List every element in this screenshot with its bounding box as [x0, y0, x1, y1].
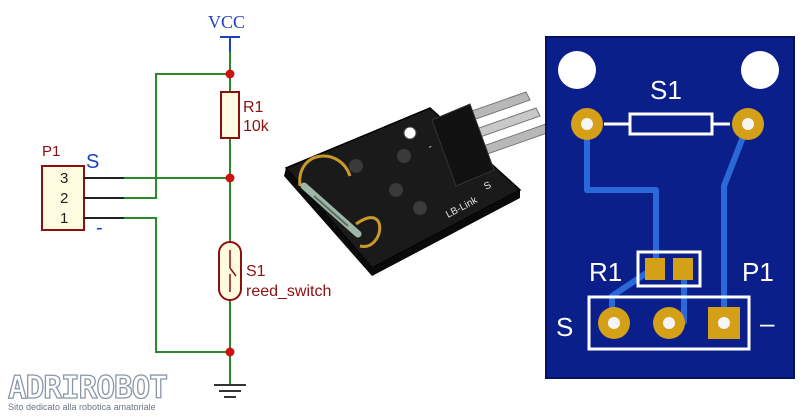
pcb-minus-label: –	[760, 308, 775, 338]
module-pad-4	[413, 201, 427, 215]
s1-ref: S1	[246, 263, 266, 280]
pcb-s1-label: S1	[650, 75, 682, 105]
r1-body	[220, 91, 240, 139]
header-block	[431, 103, 495, 187]
pcb-s-label: S	[556, 312, 573, 342]
minus-label: -	[96, 217, 103, 239]
watermark-tagline: Sito dedicato alla robotica amatoriale	[8, 402, 156, 412]
vcc-label: VCC	[208, 12, 245, 32]
pcb-r1-silk	[636, 250, 702, 288]
reed-glass-core	[313, 195, 349, 227]
pcb-p1-label: P1	[742, 257, 774, 287]
junction-vcc	[225, 69, 235, 79]
module-pad-2	[397, 149, 411, 163]
pcb-r1-label: R1	[589, 257, 622, 287]
p1-ref: P1	[42, 143, 60, 160]
module-pad-3	[389, 183, 403, 197]
wire-pin1	[124, 217, 230, 353]
s1-value: reed_switch	[246, 283, 331, 300]
module-illustration: LB-Link S -	[284, 91, 551, 276]
pcb-trace-s1-left	[584, 124, 659, 268]
p1-pin-2: 2	[60, 190, 68, 207]
p1-pin-3: 3	[60, 170, 68, 187]
module-hole	[403, 126, 417, 140]
pcb-r1-pad-left	[645, 258, 665, 280]
reed-lead-top	[298, 154, 352, 187]
s1-contact-blade	[229, 267, 237, 277]
module-pin-mark-minus: -	[426, 141, 434, 152]
pcb-r1-pad-right	[673, 258, 693, 280]
pcb-s1-pad-right-hole	[742, 118, 754, 130]
p1-body	[41, 165, 85, 231]
module-pad-1	[349, 159, 363, 173]
pcb-p1-pad-2-hole	[663, 317, 675, 329]
module-board-edge-right	[372, 190, 520, 276]
watermark: ADRIROBOT Sito dedicato alla robotica am…	[7, 369, 169, 412]
signal-label: S	[86, 151, 99, 173]
r1-value: 10k	[243, 118, 270, 135]
pcb-layout: S1 R1 P1 S –	[545, 36, 795, 379]
pcb-mount-hole-left	[558, 51, 596, 89]
wire-pin2	[124, 73, 230, 199]
schematic: VCC R1 10k S1 reed_switch P1 3 2 1 S -	[41, 12, 331, 398]
watermark-logo: ADRIROBOT	[8, 370, 167, 406]
reed-lead-bottom	[355, 216, 382, 248]
p1-pin-1: 1	[60, 210, 68, 227]
junction-gnd	[225, 347, 235, 357]
module-pin-mark-s: S	[482, 180, 493, 193]
pcb-p1-pad-1-hole	[608, 317, 620, 329]
junction-signal	[225, 173, 235, 183]
r1-ref: R1	[243, 99, 264, 116]
module-board-edge	[284, 168, 372, 276]
pcb-trace-s1-right	[721, 122, 751, 322]
pcb-s1-pad-left-hole	[581, 118, 593, 130]
s1-body	[218, 241, 242, 301]
pcb-p1-pad-3-hole	[718, 317, 730, 329]
pcb-p1-silk	[587, 295, 751, 351]
pcb-mount-hole-right	[741, 51, 779, 89]
